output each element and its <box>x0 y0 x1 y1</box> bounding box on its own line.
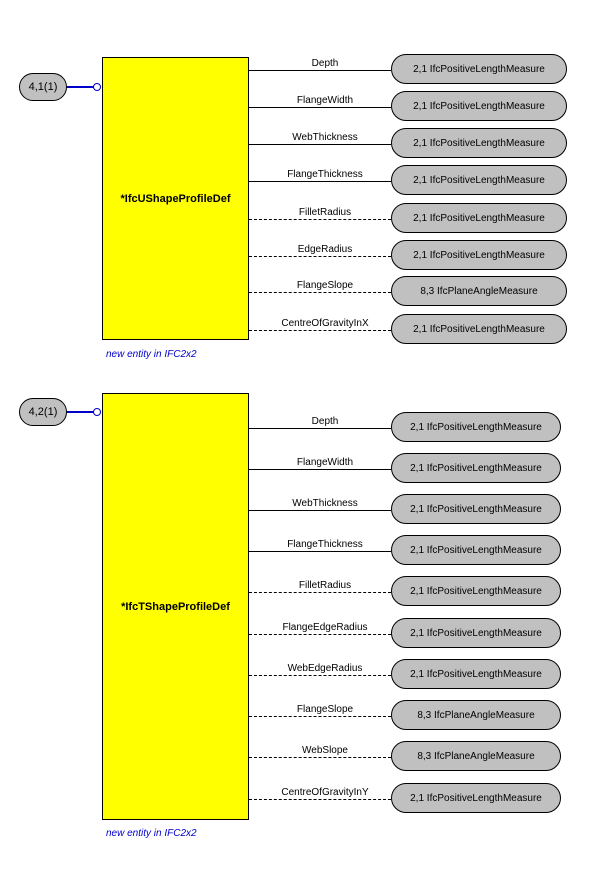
entity-note: new entity in IFC2x2 <box>106 349 197 360</box>
attribute-label: EdgeRadius <box>295 244 355 255</box>
type-node[interactable]: 8,3 IfcPlaneAngleMeasure <box>391 700 561 730</box>
entity-name: *IfcTShapeProfileDef <box>121 600 230 613</box>
attribute-label: FlangeThickness <box>285 169 365 180</box>
type-node[interactable]: 8,3 IfcPlaneAngleMeasure <box>391 741 561 771</box>
attribute-line <box>249 757 391 758</box>
attribute-label: WebEdgeRadius <box>285 663 365 674</box>
type-node[interactable]: 2,1 IfcPositiveLengthMeasure <box>391 165 567 195</box>
attribute-label: FlangeSlope <box>294 280 356 291</box>
attribute-line <box>249 428 391 429</box>
attribute-line <box>249 219 391 220</box>
type-node[interactable]: 2,1 IfcPositiveLengthMeasure <box>391 618 561 648</box>
type-node[interactable]: 2,1 IfcPositiveLengthMeasure <box>391 783 561 813</box>
attribute-line <box>249 675 391 676</box>
attribute-label: FlangeThickness <box>285 539 365 550</box>
type-node[interactable]: 8,3 IfcPlaneAngleMeasure <box>391 276 567 306</box>
type-node[interactable]: 2,1 IfcPositiveLengthMeasure <box>391 128 567 158</box>
attribute-line <box>249 107 391 108</box>
supertype-connector <box>67 411 94 413</box>
attribute-label: FlangeWidth <box>294 95 356 106</box>
attribute-line <box>249 256 391 257</box>
attribute-label: FlangeWidth <box>294 457 356 468</box>
entity-name: *IfcUShapeProfileDef <box>120 192 231 205</box>
type-node[interactable]: 2,1 IfcPositiveLengthMeasure <box>391 314 567 344</box>
attribute-line <box>249 330 391 331</box>
type-node[interactable]: 2,1 IfcPositiveLengthMeasure <box>391 203 567 233</box>
type-node[interactable]: 2,1 IfcPositiveLengthMeasure <box>391 240 567 270</box>
attribute-line <box>249 510 391 511</box>
entity-box[interactable]: *IfcUShapeProfileDef <box>102 57 249 340</box>
attribute-label: WebSlope <box>300 745 350 756</box>
attribute-label: FlangeSlope <box>294 704 356 715</box>
type-node[interactable]: 2,1 IfcPositiveLengthMeasure <box>391 535 561 565</box>
attribute-line <box>249 592 391 593</box>
attribute-label: Depth <box>309 58 341 69</box>
attribute-line <box>249 469 391 470</box>
type-node[interactable]: 2,1 IfcPositiveLengthMeasure <box>391 91 567 121</box>
attribute-line <box>249 716 391 717</box>
attribute-label: WebThickness <box>290 132 360 143</box>
attribute-line <box>249 551 391 552</box>
attribute-line <box>249 799 391 800</box>
attribute-line <box>249 70 391 71</box>
type-node[interactable]: 2,1 IfcPositiveLengthMeasure <box>391 453 561 483</box>
type-node[interactable]: 2,1 IfcPositiveLengthMeasure <box>391 412 561 442</box>
attribute-label: CentreOfGravityInY <box>279 787 371 798</box>
attribute-line <box>249 181 391 182</box>
supertype-connector <box>67 86 94 88</box>
type-node[interactable]: 2,1 IfcPositiveLengthMeasure <box>391 659 561 689</box>
attribute-line <box>249 292 391 293</box>
attribute-line <box>249 634 391 635</box>
type-node[interactable]: 2,1 IfcPositiveLengthMeasure <box>391 576 561 606</box>
attribute-line <box>249 144 391 145</box>
entity-box[interactable]: *IfcTShapeProfileDef <box>102 393 249 820</box>
attribute-label: Depth <box>309 416 341 427</box>
connector-end-circle-icon <box>93 83 101 91</box>
type-node[interactable]: 2,1 IfcPositiveLengthMeasure <box>391 54 567 84</box>
page-reference-node[interactable]: 4,2(1) <box>19 398 67 426</box>
connector-end-circle-icon <box>93 408 101 416</box>
entity-note: new entity in IFC2x2 <box>106 828 197 839</box>
attribute-label: WebThickness <box>290 498 360 509</box>
page-reference-node[interactable]: 4,1(1) <box>19 73 67 101</box>
attribute-label: CentreOfGravityInX <box>279 318 371 329</box>
type-node[interactable]: 2,1 IfcPositiveLengthMeasure <box>391 494 561 524</box>
attribute-label: FilletRadius <box>296 207 354 218</box>
attribute-label: FlangeEdgeRadius <box>280 622 370 633</box>
attribute-label: FilletRadius <box>296 580 354 591</box>
